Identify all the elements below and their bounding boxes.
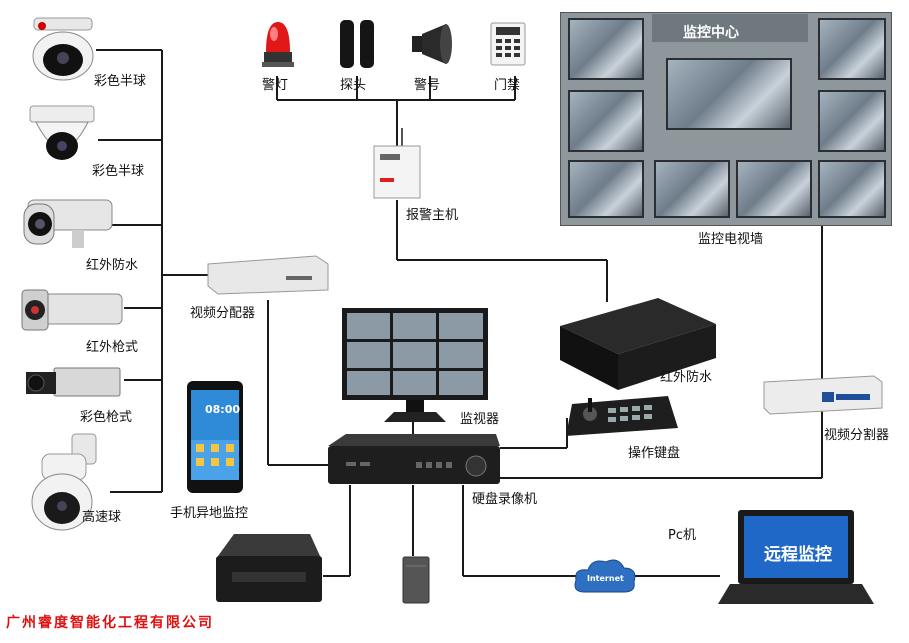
ir-box-label: 红外防水: [660, 370, 713, 385]
monitor-label: 监视器: [460, 412, 500, 427]
phone-label: 手机异地监控: [170, 506, 249, 521]
video-wall-title: 监控中心: [683, 25, 739, 41]
siren-icon: [410, 22, 454, 66]
detector-label: 探头: [340, 78, 367, 93]
warning-light-label: 警灯: [262, 78, 289, 93]
access-control-keypad-icon: [490, 22, 526, 66]
internet-cloud-text: Internet: [587, 574, 624, 583]
video-wall-label: 监控电视墙: [698, 232, 764, 247]
rack-unit-icon: [558, 296, 718, 392]
control-keyboard-icon: [562, 392, 680, 438]
pc-label: Pc机: [668, 528, 696, 543]
warning-light-icon: [262, 18, 294, 68]
speed-dome-camera-icon: [22, 432, 104, 532]
color-bullet-camera-icon: [24, 364, 122, 402]
dome-camera-icon: [26, 104, 98, 170]
phone-clock: 08:00: [205, 403, 241, 416]
company-name: 广州睿度智能化工程有限公司: [6, 615, 214, 631]
wall-screen: [568, 160, 644, 218]
laptop-screen-text: 远程监控: [764, 545, 832, 565]
dvr-icon: [326, 432, 502, 486]
mobile-phone-icon: [186, 380, 244, 494]
laptop-icon: [716, 508, 876, 608]
ir-bullet-camera-icon: [20, 284, 124, 336]
video-distributor-icon: [206, 254, 330, 296]
alarm-host-icon: [372, 128, 422, 200]
alarm-host-label: 报警主机: [406, 208, 459, 223]
internet-cloud-icon: [572, 558, 638, 596]
ir-bullet-label: 红外枪式: [86, 340, 139, 355]
ir-bullet-camera-icon: [22, 196, 114, 256]
monitor-icon: [340, 306, 490, 424]
wall-screen-main: [666, 58, 792, 130]
siren-label: 警号: [414, 78, 441, 93]
color-bullet-label: 彩色枪式: [80, 410, 133, 425]
wall-screen: [568, 18, 644, 80]
video-splitter-icon: [762, 374, 884, 416]
ir-waterproof-label: 红外防水: [86, 258, 139, 273]
wall-screen: [654, 160, 730, 218]
keyboard-label: 操作键盘: [628, 446, 681, 461]
printer-icon: [214, 532, 324, 604]
dvr-label: 硬盘录像机: [472, 492, 538, 507]
wall-screen: [568, 90, 644, 152]
video-wall-header-panel: [652, 14, 808, 42]
wall-screen: [818, 90, 886, 152]
access-control-label: 门禁: [494, 78, 521, 93]
detector-icon: [338, 18, 378, 70]
dome-camera-icon: [28, 16, 98, 82]
dome-camera-2-label: 彩色半球: [92, 164, 145, 179]
dome-camera-1-label: 彩色半球: [94, 74, 147, 89]
video-splitter-label: 视频分割器: [824, 428, 890, 443]
speed-dome-label: 高速球: [82, 510, 122, 525]
wall-screen: [736, 160, 812, 218]
wall-screen: [818, 160, 886, 218]
video-distributor-label: 视频分配器: [190, 306, 256, 321]
storage-device-icon: [402, 556, 430, 604]
wall-screen: [818, 18, 886, 80]
